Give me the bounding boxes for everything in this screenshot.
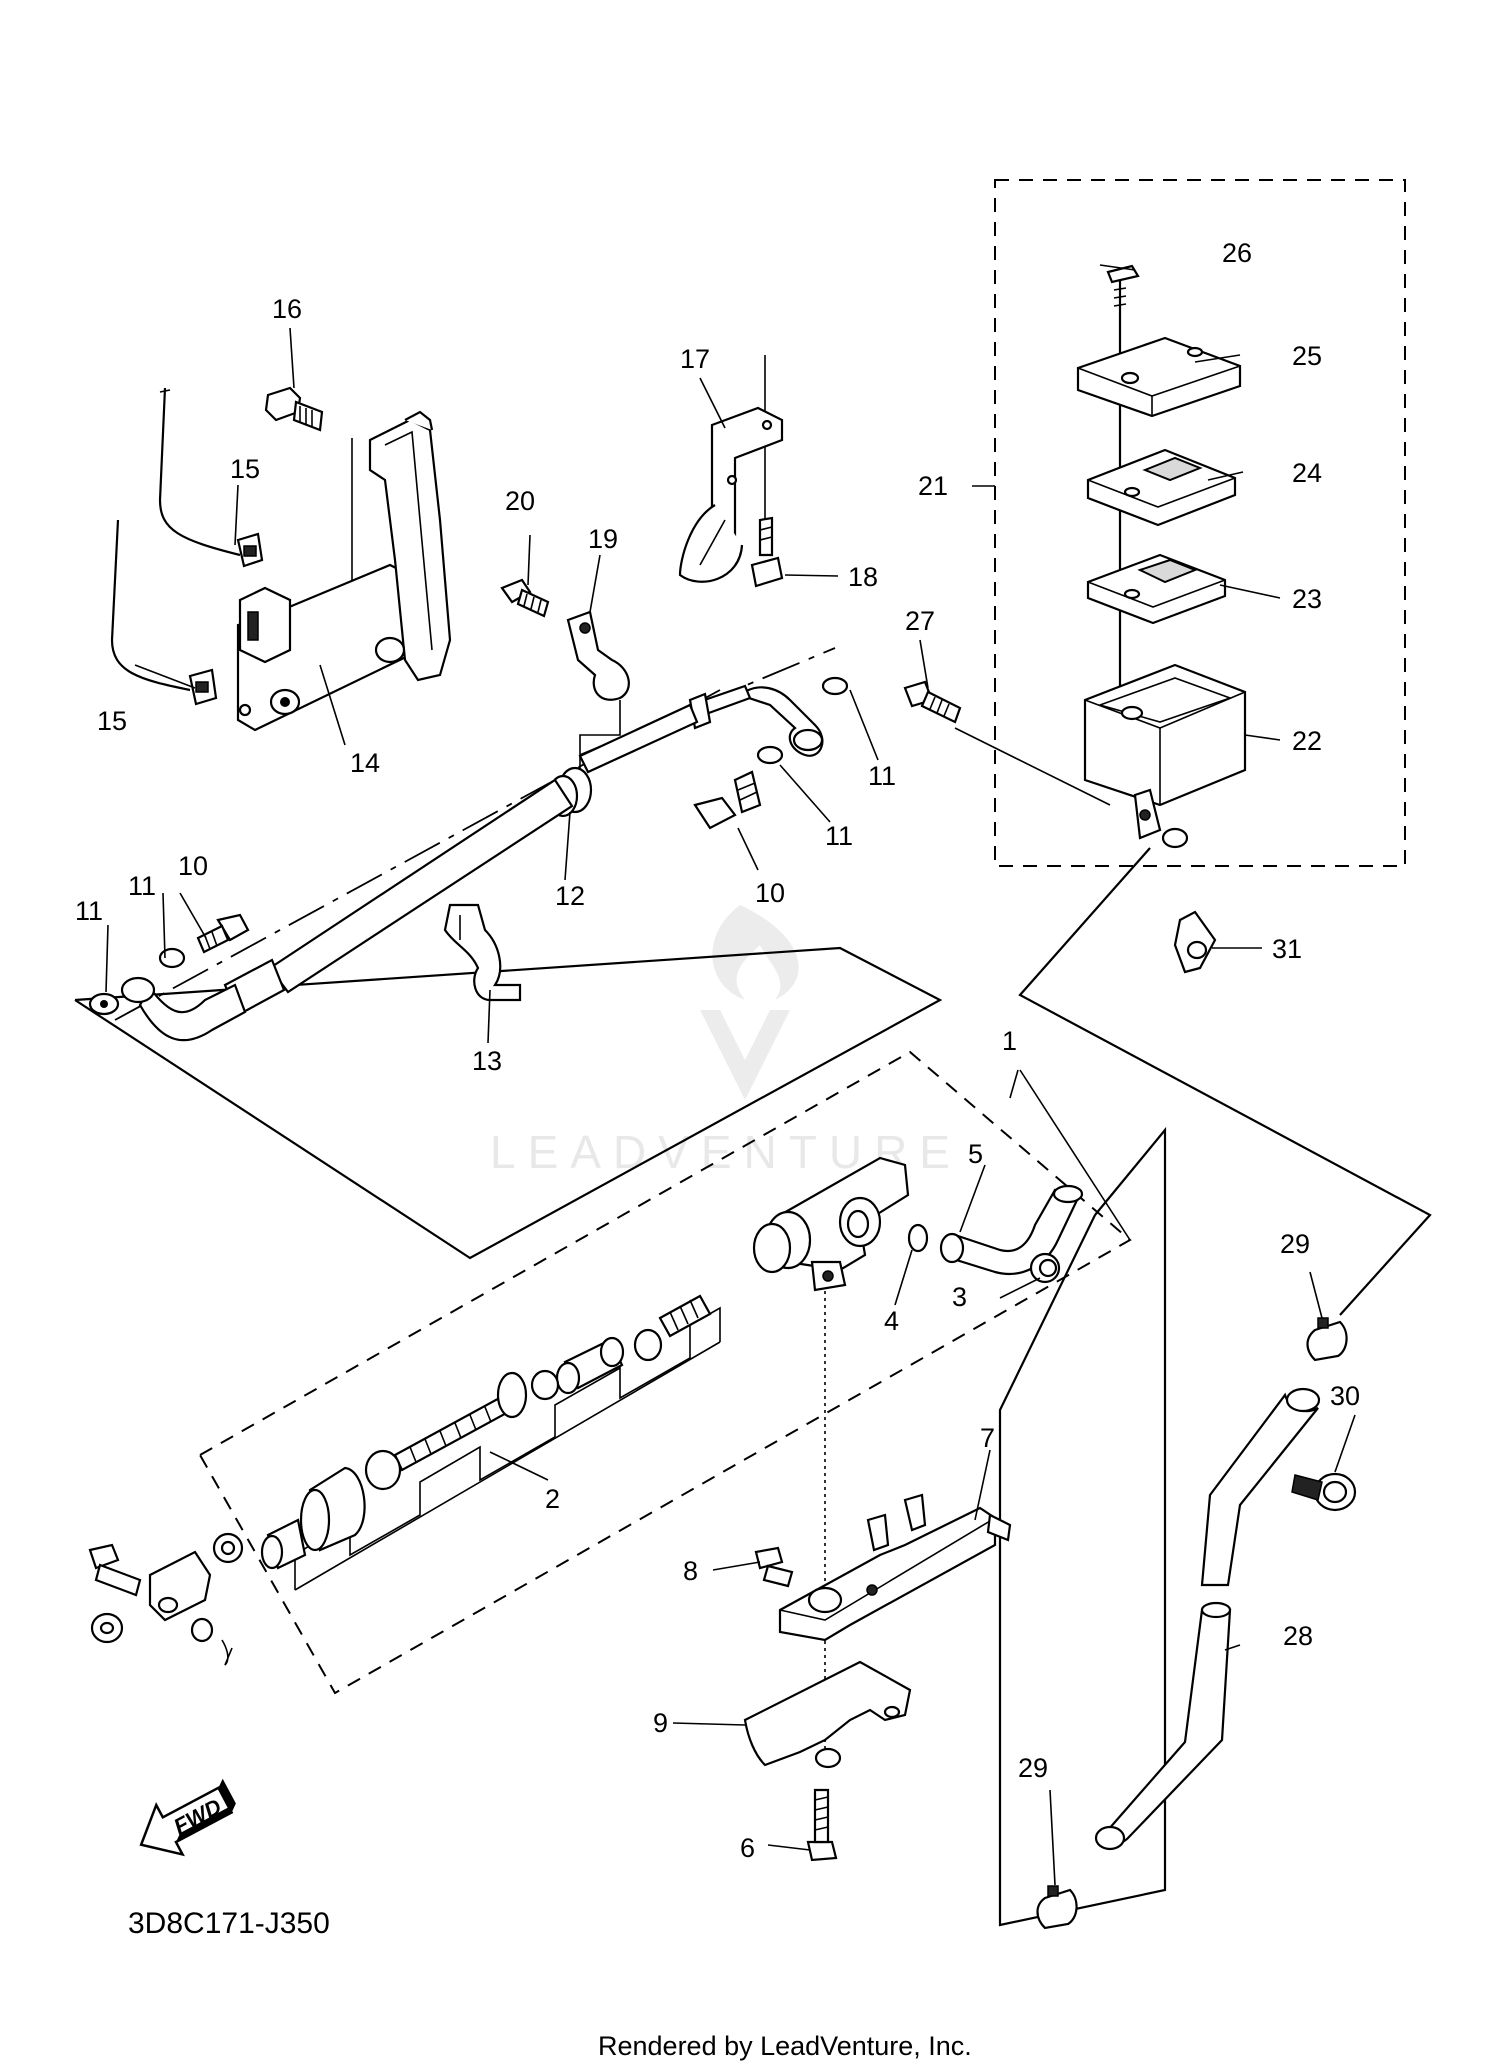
- callout-16: 16: [272, 294, 302, 324]
- callout-28: 28: [1283, 1621, 1313, 1651]
- hose-clip-31: [1173, 910, 1217, 974]
- callout-25: 25: [1292, 341, 1322, 371]
- callout-26: 26: [1222, 238, 1252, 268]
- callout-5: 5: [968, 1139, 983, 1169]
- callout-22: 22: [1292, 726, 1322, 756]
- bolt-27: [903, 680, 962, 724]
- callout-1: 1: [1002, 1026, 1017, 1056]
- callout-19: 19: [588, 524, 618, 554]
- callout-3: 3: [952, 1282, 967, 1312]
- callout-15-lower: 15: [97, 706, 127, 736]
- bolt-18: [750, 516, 784, 588]
- callout-8: 8: [683, 1556, 698, 1586]
- circlip-3: [1029, 1252, 1061, 1284]
- callout-10-lower: 10: [178, 851, 208, 881]
- callout-11-left: 11: [75, 896, 103, 926]
- hose-clamp-29-lower: [1036, 1885, 1078, 1930]
- callout-17: 17: [680, 344, 710, 374]
- callout-30: 30: [1330, 1381, 1360, 1411]
- piston-kit-2: [260, 1294, 712, 1570]
- callout-27: 27: [905, 606, 935, 636]
- union-bolt-10-lower: [196, 913, 250, 954]
- switch-wire-upper: [158, 387, 264, 568]
- footer-credit: Rendered by LeadVenture, Inc.: [598, 2031, 972, 2061]
- hose-clamp-29-upper: [1306, 1317, 1348, 1362]
- reservoir-cap-25: [1076, 336, 1242, 418]
- callout-13: 13: [472, 1046, 502, 1076]
- guard-9: [743, 1660, 912, 1769]
- callout-11-center: 11: [825, 821, 853, 851]
- callout-7: 7: [980, 1423, 995, 1453]
- callout-18: 18: [848, 562, 878, 592]
- callout-6: 6: [740, 1833, 755, 1863]
- diaphragm-plate-24: [1086, 448, 1237, 527]
- callout-23: 23: [1292, 584, 1322, 614]
- callout-29-upper: 29: [1280, 1229, 1310, 1259]
- callout-11-upper: 11: [868, 761, 896, 791]
- callout-20: 20: [505, 486, 535, 516]
- reservoir-hose-28: [1094, 1387, 1321, 1851]
- hose-clamp-13: [443, 903, 522, 1002]
- hose-joint-5: [939, 1184, 1084, 1275]
- mount-bracket-7: [778, 1493, 1012, 1642]
- callout-31: 31: [1272, 934, 1302, 964]
- callout-21: 21: [918, 471, 948, 501]
- callout-11-mid: 11: [128, 871, 156, 901]
- leadventure-watermark: LEADVENTURE: [490, 905, 950, 1178]
- callout-9: 9: [653, 1708, 668, 1738]
- master-cylinder-body: [752, 1156, 910, 1292]
- callout-29-lower: 29: [1018, 1753, 1048, 1783]
- reservoir-tank-22: [1083, 663, 1247, 849]
- diaphragm-23: [1086, 553, 1227, 625]
- clamp-19: [566, 610, 630, 701]
- hose-clamp-30: [1291, 1472, 1357, 1512]
- leader-lines: [105, 264, 1356, 1886]
- diagram-part-code: 3D8C171-J350: [128, 1907, 330, 1940]
- oring-4: [907, 1223, 929, 1253]
- callout-numbers: 1 2 3 4 5 6 7 8 9 10 10 11 11 11 11 12 1…: [75, 238, 1360, 1863]
- clevis-assembly: [88, 1532, 244, 1666]
- callout-15-upper: 15: [230, 454, 260, 484]
- union-bolt-10-upper: [693, 745, 784, 830]
- callout-14: 14: [350, 748, 380, 778]
- reservoir-screw-26: [1106, 264, 1140, 315]
- reservoir-group-box: [994, 179, 1406, 867]
- callout-12: 12: [555, 881, 585, 911]
- callout-24: 24: [1292, 458, 1322, 488]
- fwd-arrow-icon: FWD: [139, 1778, 236, 1857]
- callout-4: 4: [884, 1306, 899, 1336]
- callout-10-upper: 10: [755, 878, 785, 908]
- switch-wire-lower: [110, 519, 218, 706]
- screw-6: [806, 1788, 838, 1862]
- bolt-8: [754, 1546, 794, 1588]
- bracket-17: [678, 406, 784, 583]
- bolt-16: [264, 386, 324, 432]
- callout-2: 2: [545, 1484, 560, 1514]
- brake-hose-assembly: [88, 676, 849, 1042]
- bolt-20: [500, 578, 550, 618]
- brake-switch-bracket: [236, 410, 452, 732]
